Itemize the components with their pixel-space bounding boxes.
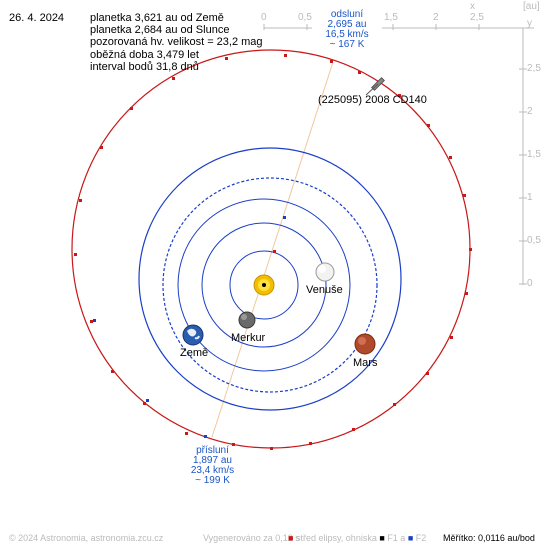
y-tick-label: 1 [527, 192, 533, 203]
date-label: 26. 4. 2024 [9, 12, 65, 24]
sun-icon [253, 274, 275, 296]
asteroid-orbit-points [74, 54, 472, 450]
footer-legend: ■ střed elipsy, ohniska ■ F1 a ■ F2 [288, 533, 426, 543]
asteroid-name-label: (225095) 2008 CD140 [318, 94, 427, 106]
perihelion-title: přísluní [196, 445, 229, 456]
info-orbital-period: oběžná doba 3,479 let [90, 48, 199, 61]
apsis-line [211, 61, 334, 438]
y-tick-label: 2 [527, 106, 533, 117]
x-tick-label: 1,5 [384, 12, 398, 23]
x-tick-label: 0,5 [298, 12, 312, 23]
axis-unit-label: [au] [523, 1, 540, 12]
info-earth-distance: planetka 3,621 au od Země [90, 12, 224, 24]
earth-icon [182, 324, 204, 346]
perihelion-speed: 23,4 km/s [190, 465, 235, 476]
info-magnitude: pozorovaná hv. velikost = 23,2 mag [90, 36, 263, 49]
footer-scale: Měřítko: 0,0116 au/bod [443, 533, 535, 543]
aphelion-speed: 16,5 km/s [325, 29, 369, 40]
y-tick-label: 1,5 [527, 149, 541, 160]
earth-label: Země [180, 347, 209, 359]
y-tick-label: 2,5 [527, 63, 541, 74]
perihelion-label: přísluní 1,897 au 23,4 km/s ~ 199 K [175, 446, 250, 486]
aphelion-title: odsluní [330, 9, 364, 20]
mars-orbit-dashed [162, 177, 378, 393]
x-tick-label: 0 [261, 12, 267, 23]
info-point-interval: interval bodů 31,8 dnů [90, 60, 199, 73]
aphelion-label: odsluní 2,695 au 16,5 km/s ~ 167 K [312, 10, 382, 50]
axes [263, 24, 534, 285]
asteroid-label-leader [365, 83, 379, 96]
x-axis-label: x [470, 1, 475, 12]
x-tick-label: 2 [433, 12, 439, 23]
legend-f1-text: F1 a [387, 533, 406, 543]
legend-center-text: střed elipsy, ohniska [295, 533, 377, 543]
legend-f2-marker: ■ [407, 533, 414, 543]
footer-generated: Vygenerováno za 0,12 s [203, 533, 300, 543]
mars-label: Mars [353, 357, 378, 369]
y-tick-label: 0,5 [527, 235, 541, 246]
venus-orbit [201, 222, 327, 348]
legend-f2-text: F2 [415, 533, 427, 543]
mercury-icon [238, 311, 256, 329]
earth-orbit [177, 198, 351, 372]
aphelion-temperature: ~ 167 K [329, 39, 365, 50]
planet-orbit-points [93, 216, 286, 438]
mercury-label: Merkur [231, 332, 266, 344]
footer-copyright: © 2024 Astronomia, astronomia.zcu.cz [9, 533, 164, 543]
mars-orbit [138, 147, 402, 411]
venus-icon [315, 262, 335, 282]
perihelion-distance: 1,897 au [193, 455, 232, 466]
info-panel: planetka 3,621 au od Země planetka 2,684… [90, 12, 263, 73]
perihelion-temperature: ~ 199 K [195, 475, 230, 486]
legend-center-marker: ■ [288, 533, 294, 543]
venus-label: Venuše [306, 284, 343, 296]
x-tick-label: 2,5 [470, 12, 484, 23]
info-sun-distance: planetka 2,684 au od Slunce [90, 24, 230, 37]
legend-f1-marker: ■ [379, 533, 385, 543]
mars-icon [354, 333, 376, 355]
y-tick-label: 0 [527, 278, 533, 289]
ellipse-center-marker [273, 250, 276, 253]
y-axis-label: y [527, 18, 532, 29]
mercury-orbit [229, 250, 299, 320]
aphelion-distance: 2,695 au [327, 19, 367, 30]
